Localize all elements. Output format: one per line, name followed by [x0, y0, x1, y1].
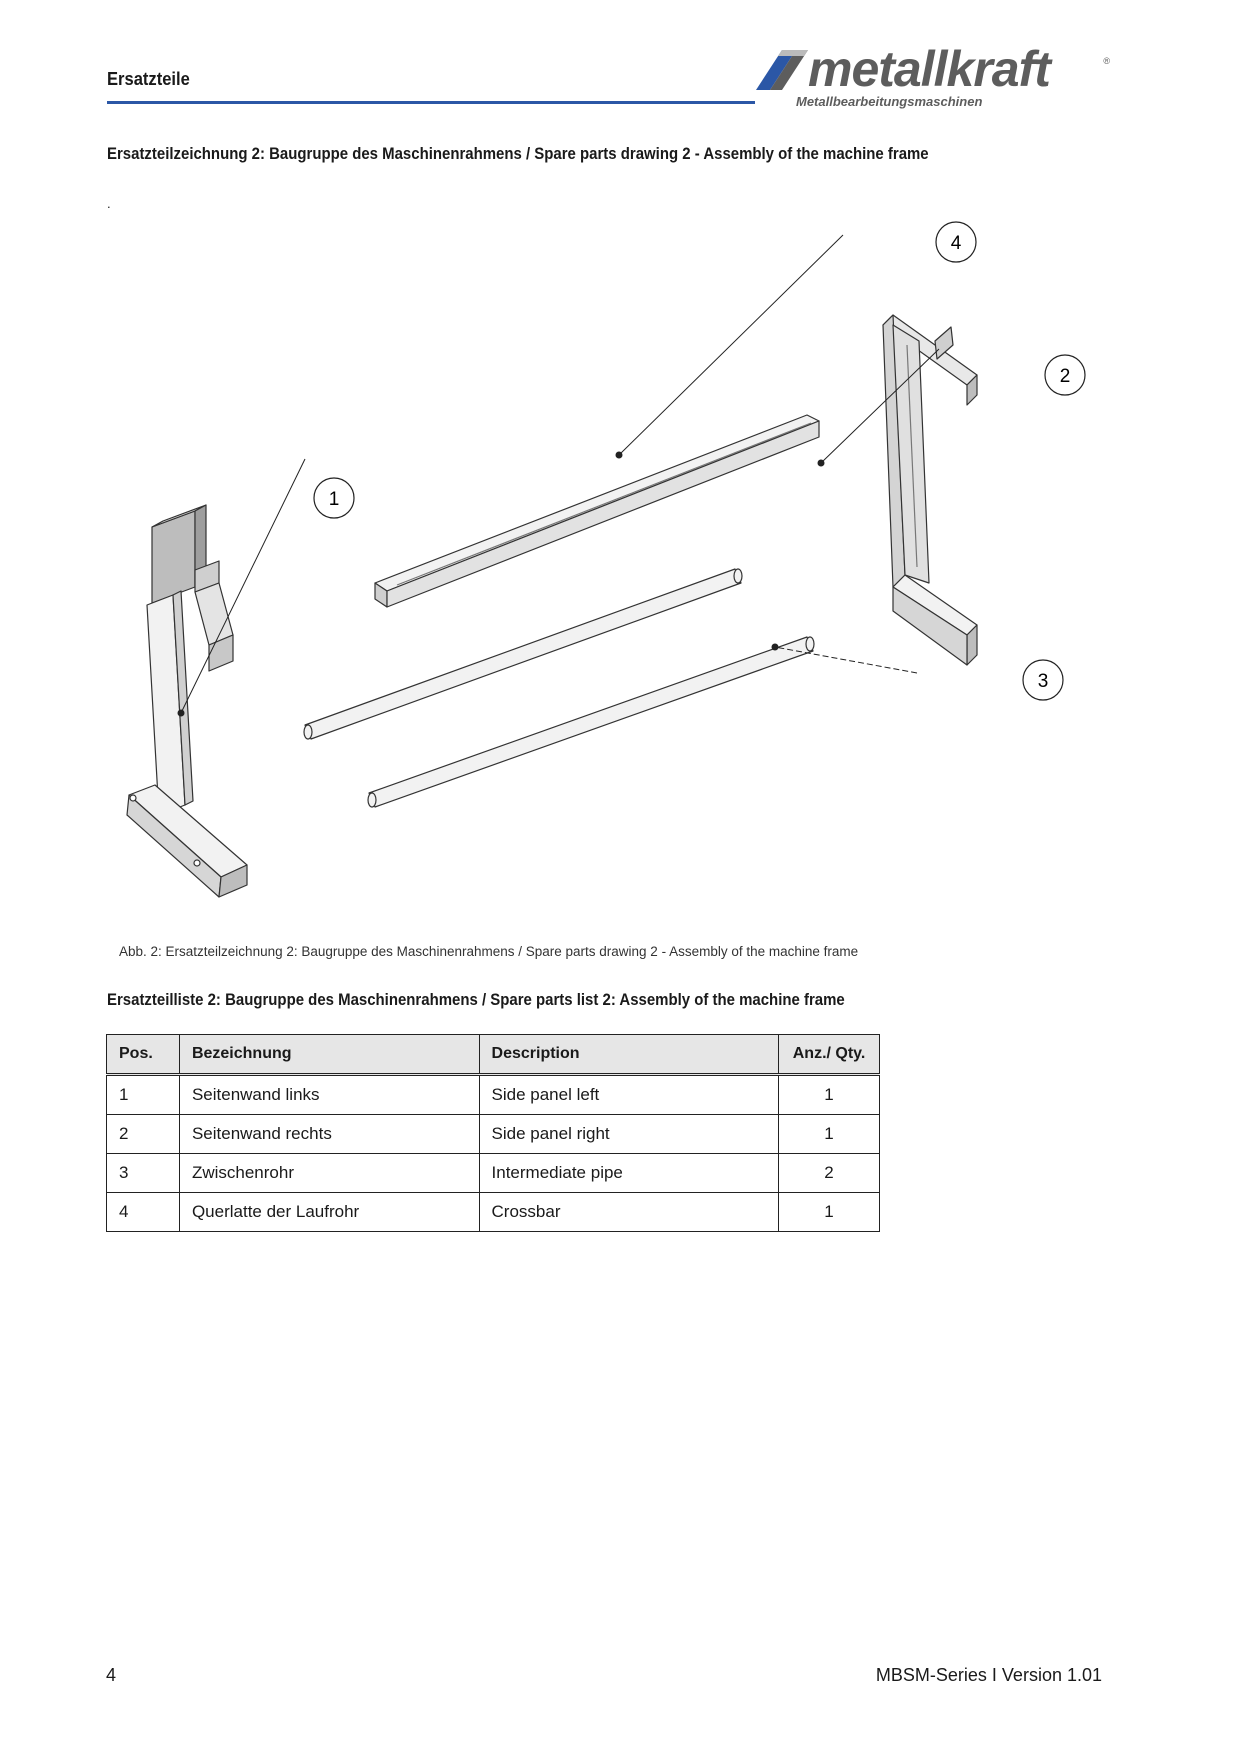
figure-caption: Abb. 2: Ersatzteilzeichnung 2: Baugruppe…	[119, 944, 859, 959]
callout-4: 4	[935, 221, 977, 263]
stray-mark: .	[107, 196, 111, 211]
table-row: 1 Seitenwand links Side panel left 1	[106, 1074, 880, 1115]
cell-qty: 1	[778, 1074, 880, 1115]
cell-bezeichnung: Seitenwand links	[178, 1074, 480, 1115]
side-panel-right	[882, 314, 978, 666]
parts-table: Pos. Bezeichnung Description Anz./ Qty. …	[106, 1034, 880, 1232]
callout-2: 2	[1044, 354, 1086, 396]
cell-pos: 3	[106, 1153, 180, 1193]
callout-label-3: 3	[1038, 671, 1049, 692]
table-row: 3 Zwischenrohr Intermediate pipe 2	[106, 1153, 880, 1193]
callout-label-2: 2	[1060, 366, 1071, 387]
logo-mark-icon	[756, 50, 808, 90]
intermediate-pipes	[303, 568, 815, 808]
logo-wordmark: metallkraft	[808, 41, 1051, 97]
side-panel-left	[126, 504, 248, 898]
logo-tagline: Metallbearbeitungsmaschinen	[796, 94, 983, 109]
column-header-qty: Anz./ Qty.	[778, 1034, 880, 1075]
cell-bezeichnung: Zwischenrohr	[178, 1153, 480, 1193]
page-number: 4	[106, 1665, 117, 1685]
cell-pos: 2	[106, 1114, 180, 1154]
parts-list-heading: Ersatzteilliste 2: Baugruppe des Maschin…	[107, 990, 845, 1009]
exploded-assembly-drawing: 1 4 2 3	[126, 221, 1086, 898]
callout-1: 1	[313, 477, 355, 519]
cell-qty: 1	[778, 1114, 880, 1154]
column-header-bezeichnung: Bezeichnung	[178, 1034, 480, 1075]
callout-label-4: 4	[951, 233, 962, 254]
column-header-pos: Pos.	[106, 1034, 180, 1075]
cell-bezeichnung: Seitenwand rechts	[178, 1114, 480, 1154]
brand-logo: metallkraft ® Metallbearbeitungsmaschine…	[752, 41, 1122, 114]
document-version: MBSM-Series I Version 1.01	[875, 1665, 1102, 1685]
crossbar	[374, 414, 820, 608]
logo-registered-mark: ®	[1103, 56, 1110, 66]
cell-description: Side panel left	[478, 1074, 780, 1115]
cell-description: Crossbar	[478, 1192, 780, 1232]
header-rule	[107, 101, 755, 104]
cell-pos: 4	[106, 1192, 180, 1232]
cell-qty: 1	[778, 1192, 880, 1232]
cell-pos: 1	[106, 1074, 180, 1115]
cell-description: Intermediate pipe	[478, 1153, 780, 1193]
table-row: 4 Querlatte der Laufrohr Crossbar 1	[106, 1192, 880, 1232]
section-title: Ersatzteile	[107, 69, 190, 89]
drawing-heading: Ersatzteilzeichnung 2: Baugruppe des Mas…	[107, 144, 929, 163]
table-header-row: Pos. Bezeichnung Description Anz./ Qty.	[106, 1034, 880, 1075]
cell-bezeichnung: Querlatte der Laufrohr	[178, 1192, 480, 1232]
cell-qty: 2	[778, 1153, 880, 1193]
callout-label-1: 1	[329, 489, 340, 510]
callout-3: 3	[1022, 659, 1064, 701]
column-header-description: Description	[478, 1034, 780, 1075]
cell-description: Side panel right	[478, 1114, 780, 1154]
table-row: 2 Seitenwand rechts Side panel right 1	[106, 1114, 880, 1154]
